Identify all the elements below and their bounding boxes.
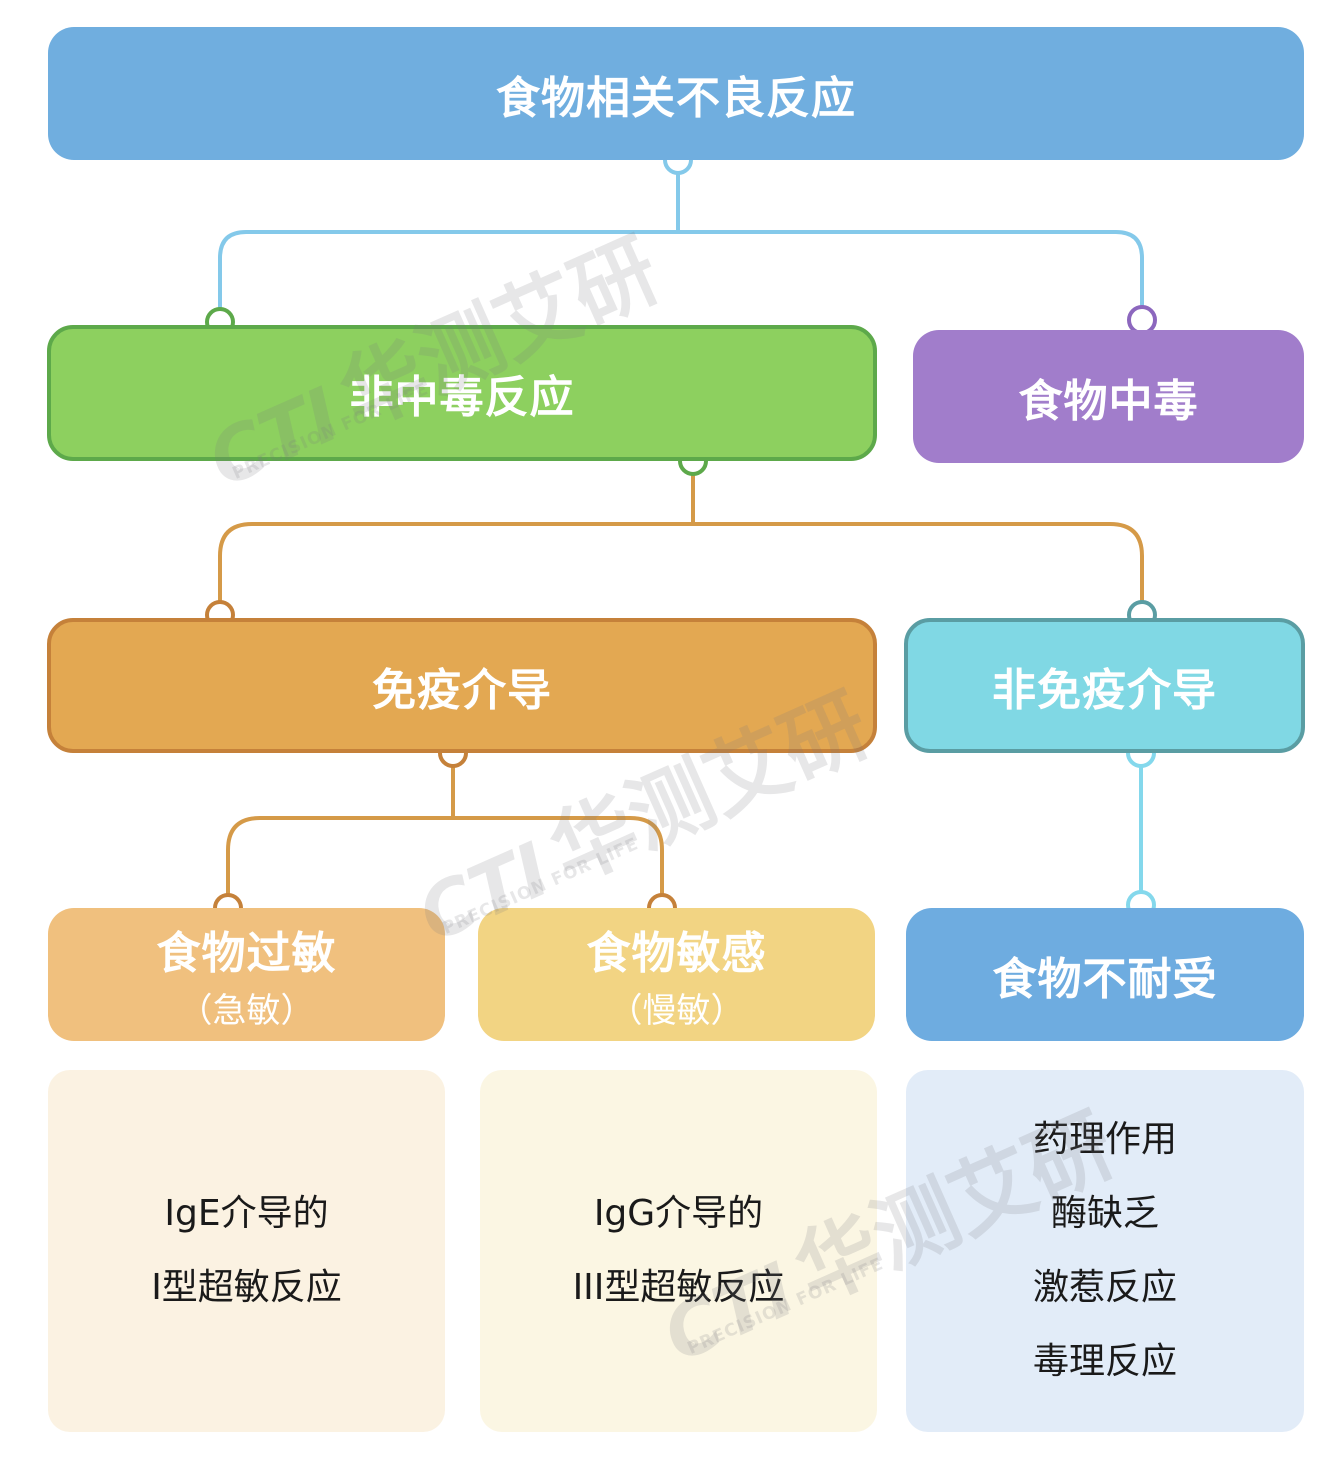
panel-intolerance-line: 药理作用 bbox=[1032, 1119, 1177, 1160]
node-root: 食物相关不良反应 bbox=[48, 27, 1304, 160]
panel-intolerance-line: 毒理反应 bbox=[1032, 1341, 1177, 1382]
link-nontoxic-nonimmune bbox=[693, 522, 1144, 615]
node-sensitivity-sub: （慢敏） bbox=[608, 991, 745, 1031]
node-non-toxic: 非中毒反应 bbox=[47, 325, 877, 461]
node-immune-label: 免疫介导 bbox=[372, 664, 552, 716]
node-allergy-title: 食物过敏 bbox=[156, 928, 337, 979]
panel-allergy-line: I型超敏反应 bbox=[151, 1267, 342, 1308]
node-poisoning-label: 食物中毒 bbox=[1018, 375, 1199, 427]
panel-allergy-line: IgE介导的 bbox=[164, 1193, 329, 1234]
link-nontoxic-immune bbox=[218, 461, 695, 615]
panel-intolerance: 药理作用 酶缺乏 激惹反应 毒理反应 bbox=[906, 1070, 1304, 1432]
node-poisoning: 食物中毒 bbox=[913, 330, 1304, 463]
link-root-nontoxic bbox=[218, 160, 680, 322]
node-allergy-sub: （急敏） bbox=[178, 991, 315, 1031]
node-root-label: 食物相关不良反应 bbox=[496, 72, 856, 124]
node-sensitivity: 食物敏感 （慢敏） bbox=[478, 908, 875, 1041]
panel-sensitivity: IgG介导的 III型超敏反应 bbox=[480, 1070, 877, 1432]
panel-allergy: IgE介导的 I型超敏反应 bbox=[48, 1070, 445, 1432]
node-non-toxic-label: 非中毒反应 bbox=[349, 372, 575, 423]
panel-intolerance-line: 激惹反应 bbox=[1032, 1267, 1177, 1308]
node-allergy: 食物过敏 （急敏） bbox=[48, 908, 445, 1041]
link-immune-allergy bbox=[226, 753, 455, 908]
panel-intolerance-line: 酶缺乏 bbox=[1050, 1193, 1159, 1234]
node-intolerance-label: 食物不耐受 bbox=[992, 953, 1218, 1005]
node-non-immune-label: 非免疫介导 bbox=[992, 664, 1217, 716]
link-root-poisoning bbox=[678, 230, 1144, 320]
node-sensitivity-title: 食物敏感 bbox=[586, 928, 767, 979]
node-intolerance: 食物不耐受 bbox=[906, 908, 1304, 1041]
node-non-immune: 非免疫介导 bbox=[904, 618, 1305, 753]
panel-sensitivity-line: III型超敏反应 bbox=[572, 1267, 785, 1308]
node-immune: 免疫介导 bbox=[47, 618, 877, 753]
panel-sensitivity-line: IgG介导的 bbox=[593, 1193, 764, 1234]
link-immune-sensitivity bbox=[453, 816, 664, 908]
